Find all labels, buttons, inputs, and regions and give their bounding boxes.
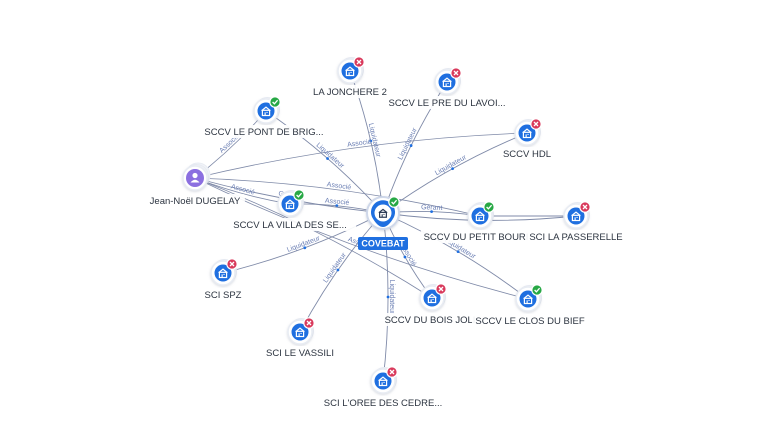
edge-person-sccv-hdl xyxy=(194,132,528,179)
building-icon xyxy=(285,199,295,210)
person-label: Jean-Noël DUGELAY xyxy=(145,194,245,207)
person-icon xyxy=(190,172,200,183)
company-node-sci-loree-des-cedre[interactable]: SCI L'OREE DES CEDRE... xyxy=(316,366,450,409)
status-badge-active xyxy=(483,201,495,213)
edge-arrow-marker xyxy=(336,268,340,272)
node-label-text: SCCV DU PETIT BOURI xyxy=(424,232,529,243)
building-icon xyxy=(345,66,355,77)
company-node-sccv-le-pont-de-brig[interactable]: SCCV LE PONT DE BRIG... xyxy=(197,96,331,138)
node-label-sci-le-vassili: SCI LE VASSILI xyxy=(258,346,342,359)
status-badge-active xyxy=(269,96,281,108)
company-node-sccv-du-bois-joli[interactable]: SCCV DU BOIS JOLI xyxy=(380,283,480,326)
company-node-sci-spz[interactable]: SCI SPZ xyxy=(200,258,246,301)
company-node-sci-le-vassili[interactable]: SCI LE VASSILI xyxy=(258,317,342,359)
status-badge-inactive xyxy=(226,258,238,270)
node-label-text: SCCV LE PRE DU LAVOI... xyxy=(388,98,505,109)
status-badge-inactive xyxy=(579,201,591,213)
edge-arrow-marker xyxy=(303,246,307,250)
status-badge-inactive xyxy=(435,283,447,295)
node-label-sccv-le-pre-du-lavoi: SCCV LE PRE DU LAVOI... xyxy=(380,96,514,109)
status-badge-inactive xyxy=(386,366,398,378)
edge-person-sccv-du-bois-joli xyxy=(194,177,433,299)
edge-label-sccv-le-pre-du-lavoi: Liquidateur xyxy=(397,126,419,161)
node-label-text: SCI LE VASSILI xyxy=(266,348,334,359)
node-label-sccv-la-villa-des-se: SCCV LA VILLA DES SE... xyxy=(223,218,357,231)
node-label-text: LA JONCHERE 2 xyxy=(313,87,387,98)
node-label-sccv-le-pont-de-brig: SCCV LE PONT DE BRIG... xyxy=(197,125,331,138)
company-node-sccv-la-villa-des-se[interactable]: SCCV LA VILLA DES SE... xyxy=(223,189,357,231)
center-status-badge xyxy=(388,196,400,208)
center-node-covebat[interactable]: COVEBAT xyxy=(358,196,408,250)
status-badge-active xyxy=(293,189,305,201)
status-badge-active xyxy=(531,284,543,296)
node-label-sci-spz: SCI SPZ xyxy=(200,288,246,301)
company-node-sccv-hdl[interactable]: SCCV HDL xyxy=(501,118,553,160)
status-badge-inactive xyxy=(450,67,462,79)
edge-arrow-marker xyxy=(326,157,329,160)
company-node-sccv-le-clos-du-bief[interactable]: SCCV LE CLOS DU BIEF xyxy=(472,284,588,327)
node-label-sccv-le-clos-du-bief: SCCV LE CLOS DU BIEF xyxy=(472,314,588,327)
building-icon xyxy=(475,211,485,222)
edge-arrow-marker xyxy=(456,250,460,254)
edge-label-sci-spz: Liquidateur xyxy=(286,235,322,254)
status-badge-inactive xyxy=(353,56,365,68)
node-label-sci-la-passerelle: SCI LA PASSERELLE xyxy=(526,230,626,243)
edge-label-person-sccv-du-petit-bouri: Associé xyxy=(326,181,351,191)
edge-label-sccv-la-villa-des-se: Associé xyxy=(325,198,350,207)
building-icon xyxy=(261,106,271,117)
center-label-text: COVEBAT xyxy=(361,239,405,249)
edge-arrow-marker xyxy=(369,139,373,143)
edge-arrow-marker xyxy=(335,204,339,208)
node-label-text: SCI SPZ xyxy=(205,290,242,301)
person-node[interactable]: Jean-Noël DUGELAY xyxy=(145,162,245,207)
building-icon xyxy=(378,376,388,387)
node-label-text: SCCV LA VILLA DES SE... xyxy=(233,220,347,231)
edge-arrow-marker xyxy=(409,144,413,147)
building-icon xyxy=(427,293,437,304)
company-node-la-jonchere-2[interactable]: LA JONCHERE 2 xyxy=(310,56,390,98)
edge-arrow-marker xyxy=(386,295,390,299)
node-label-sccv-du-petit-bouri: SCCV DU PETIT BOURI xyxy=(420,230,532,243)
node-label-text: Jean-Noël DUGELAY xyxy=(150,196,241,207)
edge-label-sci-loree-des-cedre: Liquidateur xyxy=(388,280,395,315)
company-node-sci-la-passerelle[interactable]: SCI LA PASSERELLE xyxy=(526,201,626,243)
edge-label-sccv-hdl: Liquidateur xyxy=(434,154,468,177)
center-label: COVEBAT xyxy=(358,237,408,250)
edge-label-sci-le-vassili: Liquidateur xyxy=(322,251,348,284)
edge-label-sccv-du-petit-bouri: Gérant xyxy=(421,204,443,212)
company-node-sccv-du-petit-bouri[interactable]: SCCV DU PETIT BOURI xyxy=(420,201,532,243)
node-label-sci-loree-des-cedre: SCI L'OREE DES CEDRE... xyxy=(316,396,450,409)
node-label-text: SCCV LE PONT DE BRIG... xyxy=(204,127,323,138)
node-label-sccv-hdl: SCCV HDL xyxy=(501,147,553,160)
building-icon xyxy=(571,211,581,222)
node-label-text: SCI LA PASSERELLE xyxy=(529,232,622,243)
edge-label-person-sccv-hdl: Associé xyxy=(347,139,372,149)
building-icon xyxy=(218,268,228,279)
edge-arrow-marker xyxy=(430,210,433,213)
node-label-text: SCCV LE CLOS DU BIEF xyxy=(475,316,584,327)
node-label-text: SCI L'OREE DES CEDRE... xyxy=(324,398,442,409)
node-label-la-jonchere-2: LA JONCHERE 2 xyxy=(310,85,390,98)
edge-person-sccv-du-petit-bouri xyxy=(194,177,481,217)
building-icon xyxy=(295,327,305,338)
edge-arrow-marker xyxy=(451,167,454,171)
building-icon xyxy=(523,294,533,305)
edge-label-sccv-le-pont-de-brig: Liquidateur xyxy=(315,142,346,170)
node-label-text: SCCV HDL xyxy=(503,149,551,160)
status-badge-inactive xyxy=(303,317,315,329)
company-node-sccv-le-pre-du-lavoi[interactable]: SCCV LE PRE DU LAVOI... xyxy=(380,67,514,109)
node-label-sccv-du-bois-joli: SCCV DU BOIS JOLI xyxy=(380,313,480,326)
building-icon xyxy=(522,128,532,139)
building-icon xyxy=(378,208,388,218)
status-badge-inactive xyxy=(530,118,542,130)
building-icon xyxy=(442,77,452,88)
node-label-text: SCCV DU BOIS JOLI xyxy=(385,315,476,326)
edge-arrow-marker xyxy=(403,255,407,259)
